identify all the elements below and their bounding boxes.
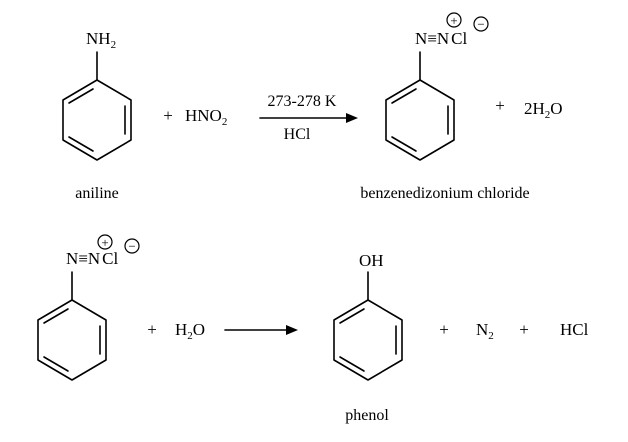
- condition-temperature: 273-278 K: [268, 93, 337, 110]
- plus-sign: +: [495, 96, 505, 115]
- plus-sign: +: [163, 106, 173, 125]
- aniline-inner-bond: [68, 136, 94, 152]
- diazonium-inner-bond: [43, 308, 69, 324]
- negative-charge-sign: −: [477, 17, 484, 32]
- reaction-1-arrow: 273-278 K HCl: [259, 93, 358, 143]
- aniline-structure: NH2 aniline: [62, 29, 132, 202]
- phenol-benzene-ring: [333, 299, 403, 381]
- diazonium-inner-bond: [391, 88, 417, 104]
- phenol-label: phenol: [345, 407, 389, 424]
- nitrogen-formula: N2: [476, 320, 494, 342]
- aniline-benzene-ring: [62, 79, 132, 161]
- positive-charge-sign: +: [450, 13, 457, 28]
- aniline-amino-group: NH2: [86, 29, 116, 51]
- positive-charge-icon: [446, 12, 462, 28]
- phenol-inner-bond: [339, 308, 365, 324]
- diazonium-benzene-ring: [385, 79, 455, 161]
- plus-sign: +: [439, 320, 449, 339]
- aniline-label: aniline: [75, 185, 119, 202]
- diazonium-inner-bond: [391, 136, 417, 152]
- diazonium-inner-bond: [43, 356, 69, 372]
- benzenediazonium-label: benzenedizonium chloride: [360, 185, 529, 202]
- plus-sign: +: [147, 320, 157, 339]
- arrow-head: [286, 325, 298, 335]
- arrow-head: [346, 113, 358, 123]
- hydrochloric-acid-formula: HCl: [560, 320, 589, 339]
- negative-charge-sign: −: [128, 239, 135, 254]
- nitrous-acid-formula: HNO2: [185, 106, 227, 128]
- condition-acid: HCl: [284, 126, 311, 143]
- positive-charge-sign: +: [101, 235, 108, 250]
- diazonium-benzene-ring: [37, 299, 107, 381]
- phenol-inner-bond: [339, 356, 365, 372]
- hydroxyl-group: OH: [359, 251, 384, 270]
- aniline-inner-bond: [68, 88, 94, 104]
- negative-charge-icon: [124, 238, 140, 254]
- positive-charge-icon: [97, 234, 113, 250]
- plus-sign: +: [519, 320, 529, 339]
- water-formula: H2O: [175, 320, 205, 342]
- water-formula: 2H2O: [524, 99, 563, 121]
- negative-charge-icon: [473, 16, 489, 32]
- phenol-structure: OH phenol: [333, 251, 403, 424]
- reaction-2-arrow: [224, 325, 298, 335]
